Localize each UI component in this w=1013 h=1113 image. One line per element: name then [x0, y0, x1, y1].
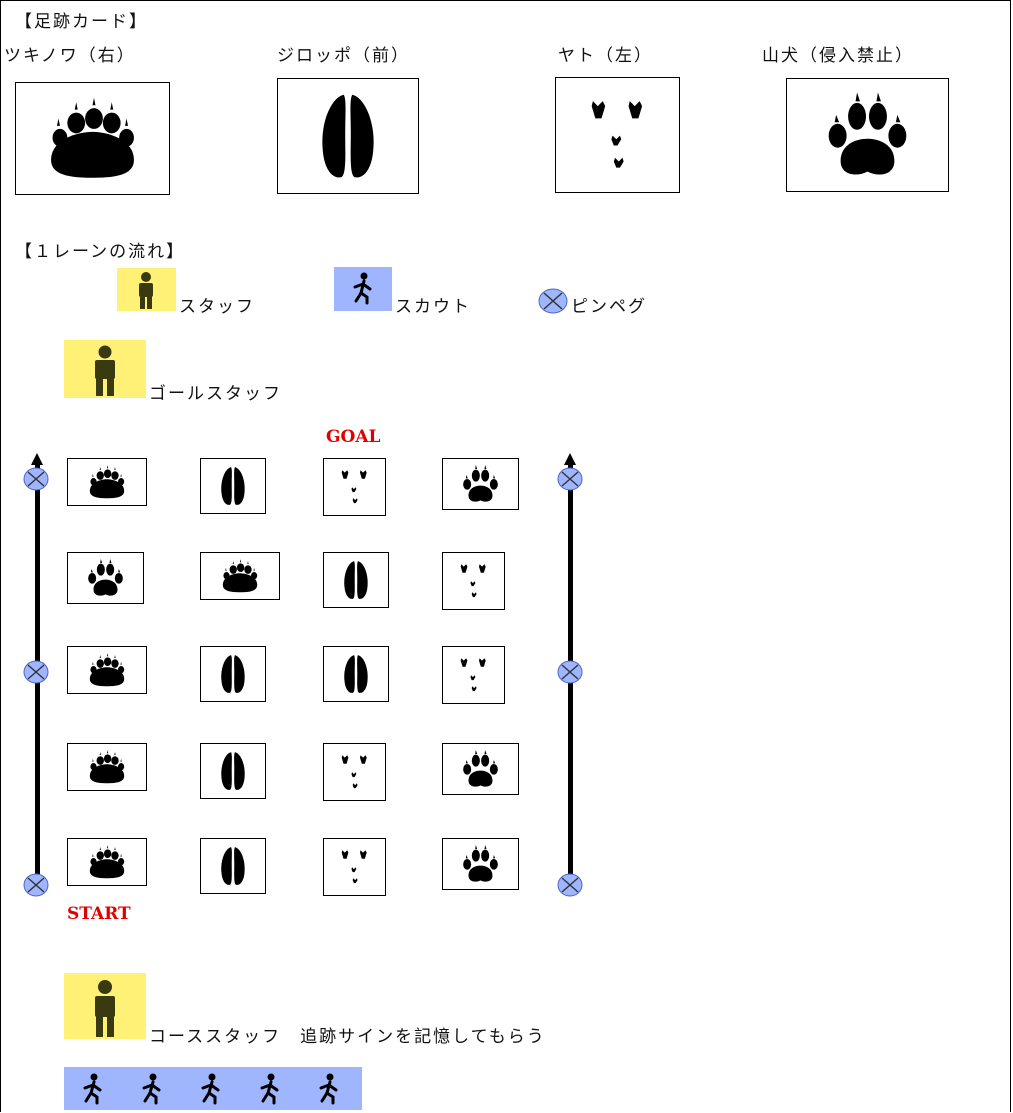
staff-icon: [139, 272, 153, 309]
lane-card-bird: [442, 552, 505, 610]
lane-card-dog: [67, 552, 144, 604]
lane-card-hoof: [200, 838, 266, 894]
lane-card-dog: [442, 838, 519, 890]
pinpeg-legend-icon: [538, 288, 568, 314]
deer-hoof-icon: [344, 655, 368, 693]
footprint-card-yamainu: [786, 78, 949, 192]
lane-card-bear: [200, 552, 280, 600]
bird-track-icon: [341, 470, 367, 504]
deer-hoof-icon: [221, 847, 245, 885]
scout-icon: [201, 1073, 220, 1105]
lane-card-hoof: [323, 552, 389, 608]
deer-hoof-icon: [221, 655, 245, 693]
bear-paw-icon: [51, 97, 134, 178]
staff-icon: [95, 345, 115, 396]
pinpeg-icon: [23, 660, 49, 684]
pinpeg-icon: [557, 660, 583, 684]
lane-card-bird: [323, 458, 386, 516]
goal-staff-label: ゴールスタッフ: [149, 384, 282, 404]
bird-track-icon: [460, 564, 486, 598]
lane-card-hoof: [323, 646, 389, 702]
legend-staff-label: スタッフ: [179, 297, 255, 317]
goal-label: GOAL: [326, 427, 381, 447]
lane-card-dog: [442, 458, 519, 510]
lane-card-dog: [442, 743, 519, 795]
pinpeg-icon: [557, 467, 583, 491]
scout-icon: [353, 272, 372, 305]
goal-staff-badge: [64, 340, 146, 398]
scout-icon: [260, 1073, 279, 1105]
bear-paw-icon: [89, 465, 125, 499]
scout-icon: [142, 1073, 161, 1105]
dog-paw-icon: [88, 559, 123, 596]
section-title-footprint-cards: 【足跡カード】: [15, 12, 148, 32]
lane-card-hoof: [200, 743, 266, 799]
lane-card-hoof: [200, 646, 266, 702]
right-lane-arrow: [564, 453, 576, 465]
bear-paw-icon: [89, 653, 125, 687]
lane-card-bird: [323, 838, 386, 896]
lane-card-bird: [323, 743, 386, 801]
bird-track-icon: [341, 755, 367, 789]
lane-card-bird: [442, 646, 505, 704]
course-staff-badge: [64, 973, 146, 1039]
lane-card-hoof: [200, 458, 266, 514]
bird-track-icon: [341, 850, 367, 884]
legend-scout-label: スカウト: [395, 297, 471, 317]
dog-paw-icon: [828, 92, 907, 175]
staff-legend-badge: [117, 268, 176, 311]
footprint-card-yato: [555, 77, 680, 193]
card-label-jiroppo: ジロッポ（前）: [277, 46, 410, 66]
lane-card-bear: [67, 646, 147, 694]
scout-icon: [83, 1073, 102, 1105]
course-staff-label: コーススタッフ 追跡サインを記憶してもらう: [149, 1027, 546, 1047]
footprint-card-tsukinowa: [15, 82, 170, 195]
lane-card-bear: [67, 458, 147, 506]
pinpeg-icon: [23, 467, 49, 491]
card-label-tsukinowa: ツキノワ（右）: [4, 46, 136, 66]
bear-paw-icon: [222, 559, 258, 593]
bird-track-icon: [591, 101, 643, 168]
card-label-yamainu: 山犬（侵入禁止）: [762, 46, 914, 66]
deer-hoof-icon: [221, 752, 245, 790]
start-label: START: [67, 904, 131, 924]
dog-paw-icon: [463, 750, 498, 787]
left-lane-arrow: [31, 453, 43, 465]
dog-paw-icon: [463, 465, 498, 502]
scout-row: [64, 1067, 362, 1110]
lane-card-bear: [67, 838, 147, 886]
pinpeg-icon: [557, 873, 583, 897]
bear-paw-icon: [89, 750, 125, 784]
card-label-yato: ヤト（左）: [558, 46, 653, 66]
deer-hoof-icon: [344, 561, 368, 599]
legend-pinpeg-label: ピンペグ: [571, 297, 647, 317]
bird-track-icon: [460, 658, 486, 692]
bear-paw-icon: [89, 845, 125, 879]
scout-icon: [319, 1073, 338, 1105]
section-title-lane-flow: 【１レーンの流れ】: [15, 242, 186, 262]
deer-hoof-icon: [322, 94, 374, 178]
staff-icon: [95, 980, 115, 1037]
deer-hoof-icon: [221, 467, 245, 505]
footprint-card-jiroppo: [277, 78, 419, 194]
scout-legend-badge: [334, 267, 392, 311]
pinpeg-icon: [23, 873, 49, 897]
dog-paw-icon: [463, 845, 498, 882]
lane-card-bear: [67, 743, 147, 791]
